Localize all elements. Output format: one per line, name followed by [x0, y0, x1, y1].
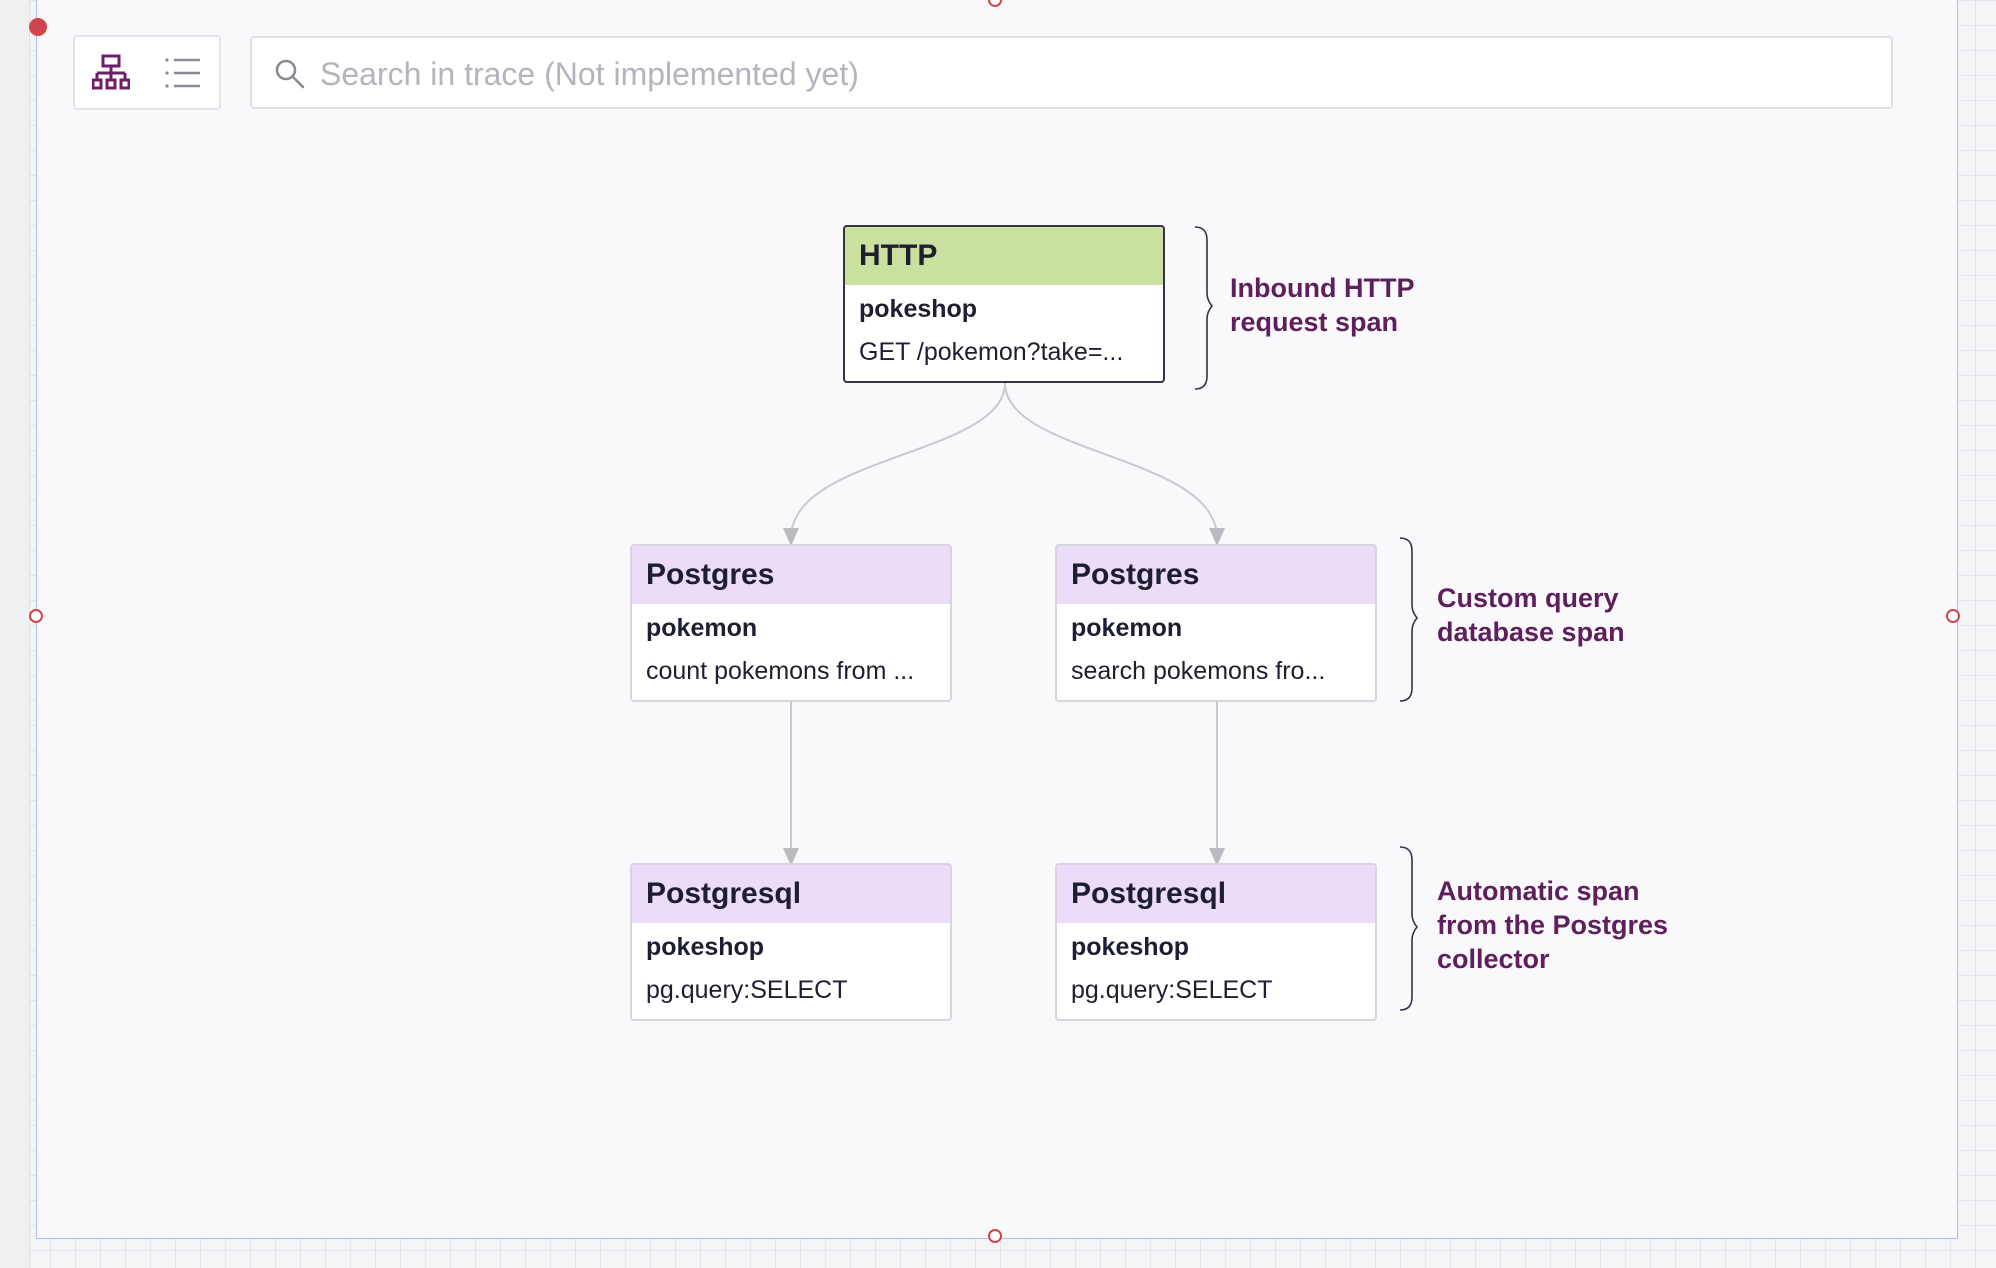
span-node-http[interactable]: HTTP pokeshop GET /pokemon?take=...	[843, 225, 1165, 383]
diagram-view-button[interactable]	[75, 37, 147, 108]
span-operation: GET /pokemon?take=...	[859, 338, 1124, 366]
span-type: HTTP	[845, 227, 1163, 285]
bracket-automatic	[1399, 846, 1419, 1011]
span-service: pokeshop	[646, 933, 765, 961]
annotation-automatic: Automatic span from the Postgres collect…	[1437, 876, 1669, 974]
bracket-custom-query	[1399, 537, 1419, 702]
resize-handle-bottom[interactable]	[988, 1229, 1002, 1243]
edge-http-to-postgres-count	[783, 382, 1006, 546]
search-icon	[275, 59, 305, 89]
span-service: pokemon	[1071, 614, 1183, 642]
annotation-http: Inbound HTTP request span	[1230, 273, 1414, 337]
sitemap-icon	[92, 54, 130, 89]
span-node-postgresql-count[interactable]: Postgresql pokeshop pg.query:SELECT	[630, 863, 952, 1021]
resize-handle-top-left[interactable]	[29, 18, 47, 36]
resize-handle-left[interactable]	[29, 609, 43, 623]
trace-canvas-frame	[36, 0, 1958, 1239]
resize-handle-top[interactable]	[988, 0, 1002, 7]
view-toggle	[73, 35, 221, 110]
search-input[interactable]	[318, 48, 1862, 100]
span-type: Postgresql	[1057, 865, 1375, 923]
trace-search	[250, 36, 1893, 109]
span-operation: count pokemons from ...	[646, 657, 915, 685]
span-node-postgres-search[interactable]: Postgres pokemon search pokemons fro...	[1055, 544, 1377, 702]
span-type: Postgres	[632, 546, 950, 604]
annotation-custom-query: Custom query database span	[1437, 583, 1625, 647]
span-node-postgres-count[interactable]: Postgres pokemon count pokemons from ...	[630, 544, 952, 702]
span-operation: pg.query:SELECT	[1071, 976, 1273, 1004]
span-service: pokeshop	[1071, 933, 1190, 961]
span-type: Postgres	[1057, 546, 1375, 604]
span-service: pokeshop	[859, 295, 978, 323]
bracket-http	[1194, 226, 1214, 390]
edge-http-to-postgres-search	[1004, 382, 1225, 546]
left-gutter	[0, 0, 30, 1268]
span-type: Postgresql	[632, 865, 950, 923]
span-service: pokemon	[646, 614, 758, 642]
list-icon	[165, 57, 200, 88]
resize-handle-right[interactable]	[1946, 609, 1960, 623]
span-operation: search pokemons fro...	[1071, 657, 1326, 685]
span-node-postgresql-search[interactable]: Postgresql pokeshop pg.query:SELECT	[1055, 863, 1377, 1021]
span-operation: pg.query:SELECT	[646, 976, 848, 1004]
list-view-button[interactable]	[147, 37, 219, 108]
